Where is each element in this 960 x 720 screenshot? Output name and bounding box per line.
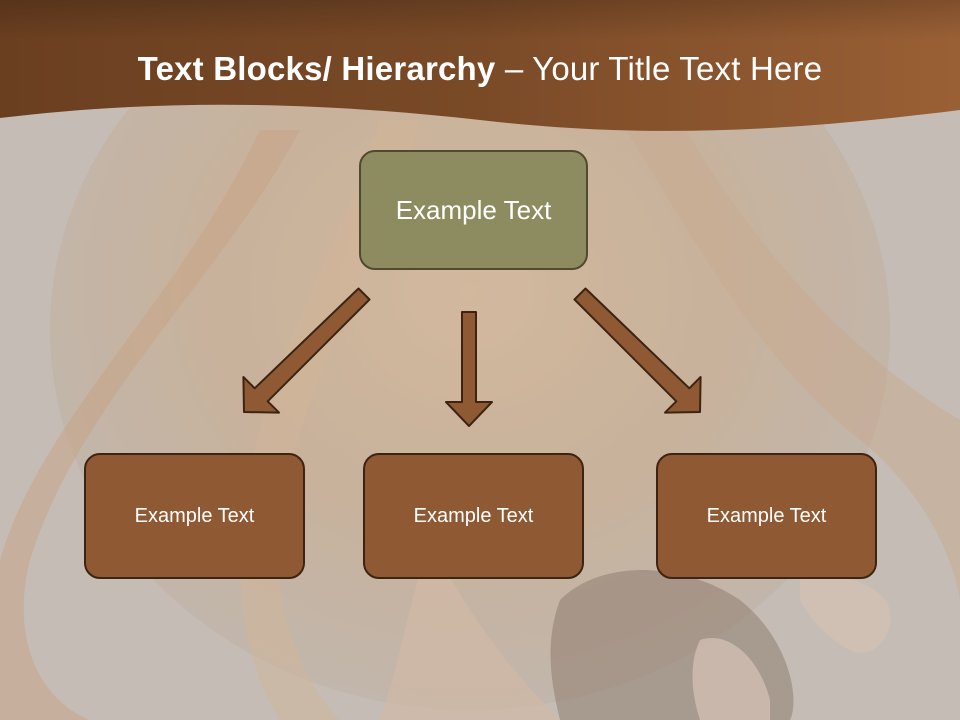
- hierarchy-root-box: Example Text: [359, 150, 588, 270]
- hierarchy-child-box-1: Example Text: [84, 453, 305, 579]
- hair-strand: [0, 130, 300, 720]
- title-regular-text: – Your Title Text Here: [495, 50, 823, 87]
- child-label-3: Example Text: [706, 504, 827, 527]
- hand-shape: [692, 638, 770, 720]
- hand-shape: [800, 576, 891, 653]
- header-band-shade: [0, 0, 960, 40]
- child-label-2: Example Text: [413, 504, 534, 527]
- hierarchy-child-box-3: Example Text: [656, 453, 877, 579]
- hierarchy-child-box-2: Example Text: [363, 453, 584, 579]
- title-bold-text: Text Blocks/ Hierarchy: [137, 50, 496, 87]
- hair-strand: [240, 120, 420, 720]
- root-label: Example Text: [395, 194, 552, 225]
- slide-title: Text Blocks/ Hierarchy – Your Title Text…: [0, 50, 960, 88]
- child-label-1: Example Text: [134, 504, 255, 527]
- face-shape: [380, 540, 560, 720]
- hair-strand: [620, 120, 960, 600]
